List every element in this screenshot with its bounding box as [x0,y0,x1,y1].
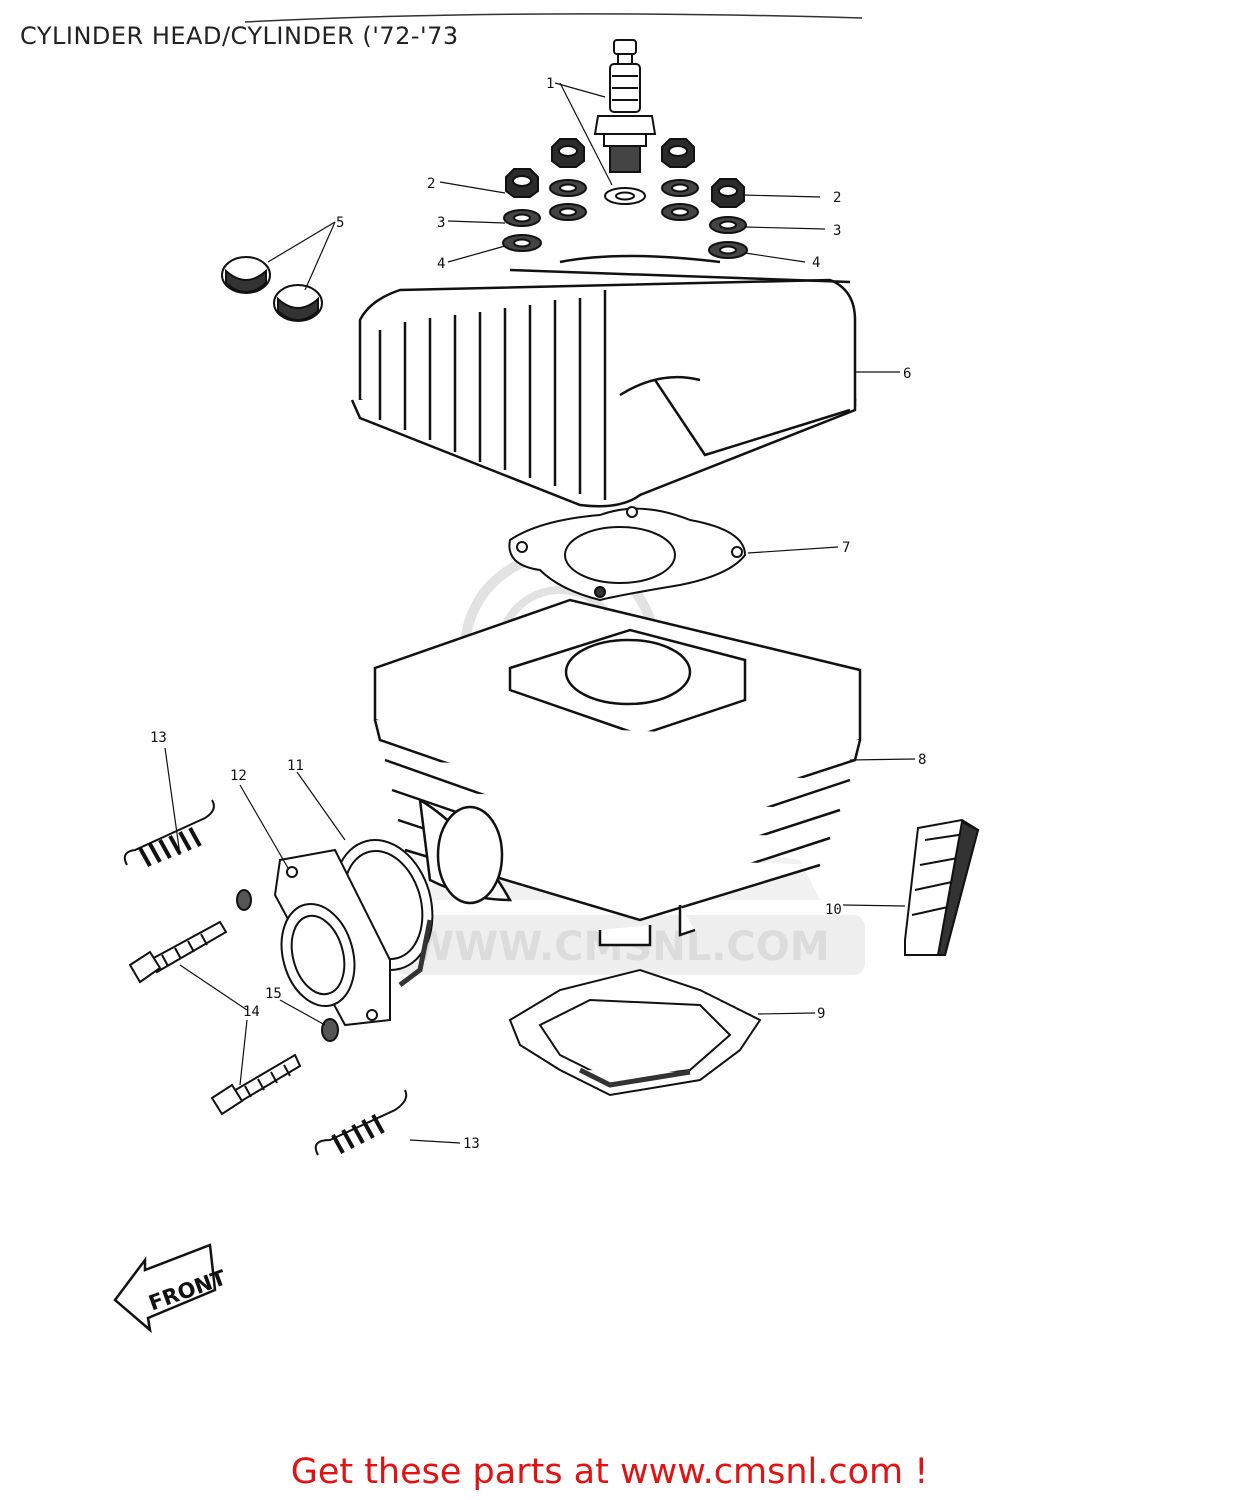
footer-text[interactable]: Get these parts at www.cmsnl.com ! [290,1452,929,1492]
callout-4-left: 4 [437,256,445,272]
callout-labels: 1 2 2 3 3 4 4 5 6 7 8 9 10 11 12 13 13 1… [150,76,926,1152]
bolts [128,920,302,1116]
callout-14: 14 [243,1004,260,1020]
base-gasket [508,968,762,1097]
callout-12: 12 [230,768,247,784]
callout-5: 5 [336,215,344,231]
callout-11: 11 [287,758,304,774]
callout-2-left: 2 [427,176,435,192]
callout-3-right: 3 [833,223,841,239]
cylinder-head [350,254,857,508]
reed-block [904,818,980,956]
callout-3-left: 3 [437,215,445,231]
callout-13-bottom: 13 [463,1136,480,1152]
cylinder-head-nuts [505,138,745,208]
callout-1: 1 [546,76,554,92]
head-gasket [508,506,747,602]
callout-2-right: 2 [833,190,841,206]
front-arrow: FRONT [113,1243,230,1334]
cylinder-block [373,598,862,947]
washers [502,179,748,259]
callout-10: 10 [825,902,842,918]
callout-9: 9 [817,1006,825,1022]
callout-13-top: 13 [150,730,167,746]
intake-flange [273,848,391,1027]
footer-link[interactable]: Get these parts at www.cmsnl.com ! [0,1452,1235,1492]
cylinder-caps [221,256,323,322]
callout-4-right: 4 [812,255,820,271]
callout-15: 15 [265,986,282,1002]
callout-7: 7 [842,540,850,556]
callout-6: 6 [903,366,911,382]
spark-plug [593,39,657,205]
small-washers [236,889,339,1042]
diagram-title: CYLINDER HEAD/CYLINDER ('72-'73 [20,22,459,50]
callout-8: 8 [918,752,926,768]
springs [123,799,408,1156]
